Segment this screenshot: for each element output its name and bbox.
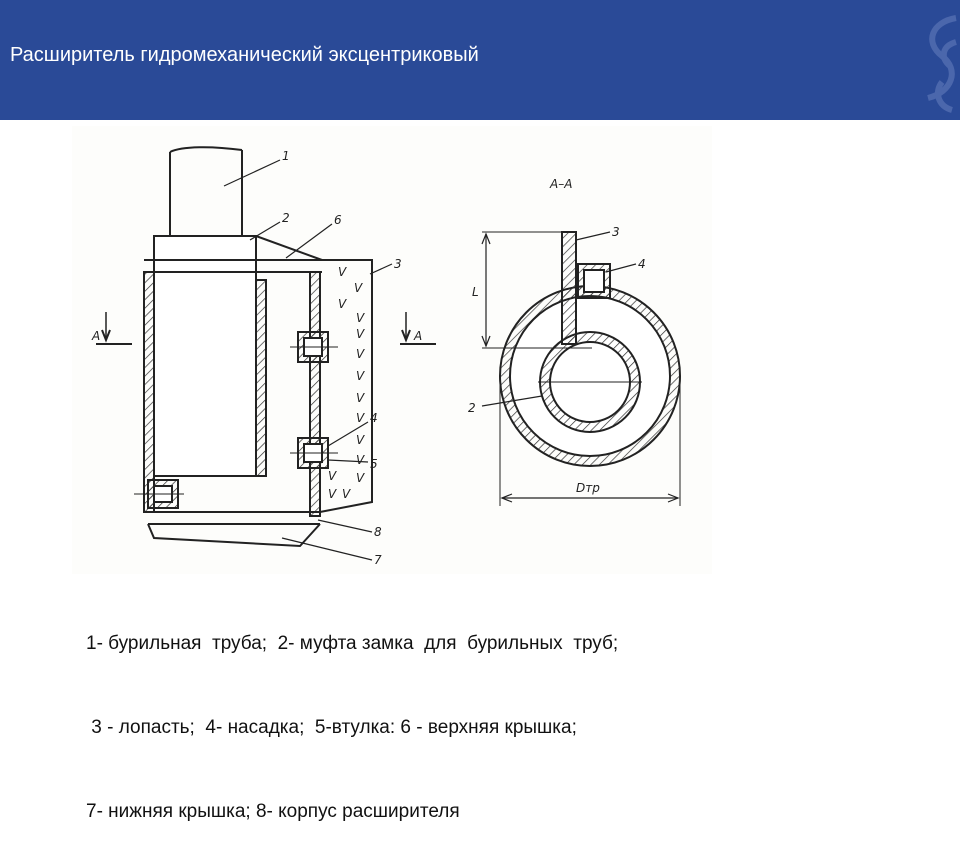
callout-3: 3 bbox=[394, 257, 402, 271]
callout-6: 6 bbox=[334, 213, 342, 227]
svg-text:V: V bbox=[356, 453, 365, 467]
section-callout-4: 4 bbox=[638, 257, 646, 271]
callout-7: 7 bbox=[374, 553, 382, 567]
svg-text:V: V bbox=[338, 297, 347, 311]
callout-8: 8 bbox=[374, 525, 382, 539]
legend-caption: 1- бурильная труба; 2- муфта замка для б… bbox=[86, 574, 846, 854]
svg-text:V: V bbox=[342, 487, 351, 501]
svg-text:V: V bbox=[354, 281, 363, 295]
longitudinal-view bbox=[96, 146, 436, 561]
svg-text:V: V bbox=[356, 347, 365, 361]
svg-text:V: V bbox=[356, 433, 365, 447]
section-view bbox=[481, 231, 681, 506]
section-callout-3: 3 bbox=[612, 225, 620, 239]
svg-text:V: V bbox=[338, 265, 347, 279]
dimension-D: Dтр bbox=[576, 481, 600, 495]
svg-text:V: V bbox=[328, 487, 337, 501]
legend-line-1: 1- бурильная труба; 2- муфта замка для б… bbox=[86, 633, 619, 654]
expander-diagram: 1 2 6 3 4 5 8 7 А А V V V V V V V V V V … bbox=[72, 126, 712, 574]
svg-text:V: V bbox=[356, 311, 365, 325]
section-mark-right: А bbox=[413, 329, 422, 343]
legend-line-2: 3 - лопасть; 4- насадка; 5-втулка: 6 - в… bbox=[86, 717, 577, 738]
section-view-title: А–А bbox=[549, 177, 572, 191]
svg-text:V: V bbox=[356, 327, 365, 341]
svg-text:V: V bbox=[356, 369, 365, 383]
svg-text:V: V bbox=[356, 471, 365, 485]
section-callout-2: 2 bbox=[468, 401, 476, 415]
slide-title: Расширитель гидромеханический эксцентрик… bbox=[10, 44, 479, 66]
svg-text:V: V bbox=[356, 411, 365, 425]
v-marks: V V V V V V V V V V V V V V V bbox=[328, 265, 365, 501]
dimension-L: L bbox=[472, 285, 479, 299]
callout-2: 2 bbox=[282, 211, 290, 225]
section-mark-left: А bbox=[91, 329, 100, 343]
callout-4: 4 bbox=[370, 411, 378, 425]
legend-line-3: 7- нижняя крышка; 8- корпус расширителя bbox=[86, 801, 460, 822]
callout-5: 5 bbox=[370, 457, 378, 471]
svg-text:V: V bbox=[356, 391, 365, 405]
svg-text:V: V bbox=[328, 469, 337, 483]
callout-1: 1 bbox=[282, 149, 290, 163]
header-bar: Расширитель гидромеханический эксцентрик… bbox=[0, 0, 960, 120]
logo-icon bbox=[927, 15, 958, 113]
